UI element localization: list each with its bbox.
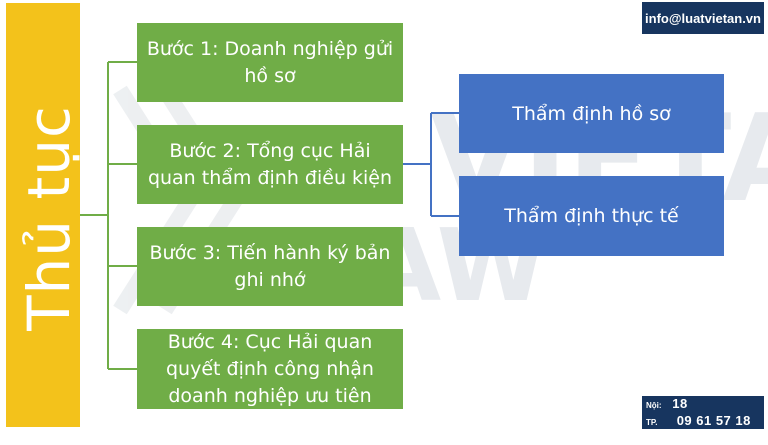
step-1-box: Bước 1: Doanh nghiệp gửi hồ sơ [137,23,403,102]
hanoi-phone[interactable]: 09 61 37 18 18 [672,380,747,411]
substep-1-box: Thẩm định hồ sơ [459,74,724,153]
hcm-phone[interactable]: 09 61 57 18 18 [676,412,751,443]
procedure-title: Thủ tục [15,105,83,331]
step-1-label: Bước 1: Doanh nghiệp gửi hồ sơ [146,37,394,87]
substep-1-label: Thẩm định hồ sơ [512,102,671,125]
substep-2-box: Thẩm định thực tế [459,176,724,256]
email-text[interactable]: info@luatvietan.vn [645,10,761,26]
step-3-box: Bước 3: Tiến hành ký bản ghi nhớ [137,227,403,306]
substep-2-label: Thẩm định thực tế [504,205,679,227]
hcm-label: TP. HCM: [646,417,667,442]
step-3-label: Bước 3: Tiến hành ký bản ghi nhớ [149,241,391,291]
email-badge[interactable]: info@luatvietan.vn [642,2,764,34]
hcm-row: TP. HCM: 09 61 57 18 18 [646,413,760,445]
hanoi-row: Hà Nội: 09 61 37 18 18 [646,381,760,413]
step-4-box: Bước 4: Cục Hải quan quyết định công nhậ… [137,329,403,409]
step-2-label: Bước 2: Tổng cục Hải quan thẩm định điều… [147,139,393,189]
hotline-badge: Hà Nội: 09 61 37 18 18 TP. HCM: 09 61 57… [642,381,764,443]
step-4-label: Bước 4: Cục Hải quan quyết định công nhậ… [166,330,374,407]
step-2-box: Bước 2: Tổng cục Hải quan thẩm định điều… [137,125,403,204]
connector-lines [80,61,459,370]
title-bar: Thủ tục [6,3,83,427]
hanoi-label: Hà Nội: [646,385,662,410]
